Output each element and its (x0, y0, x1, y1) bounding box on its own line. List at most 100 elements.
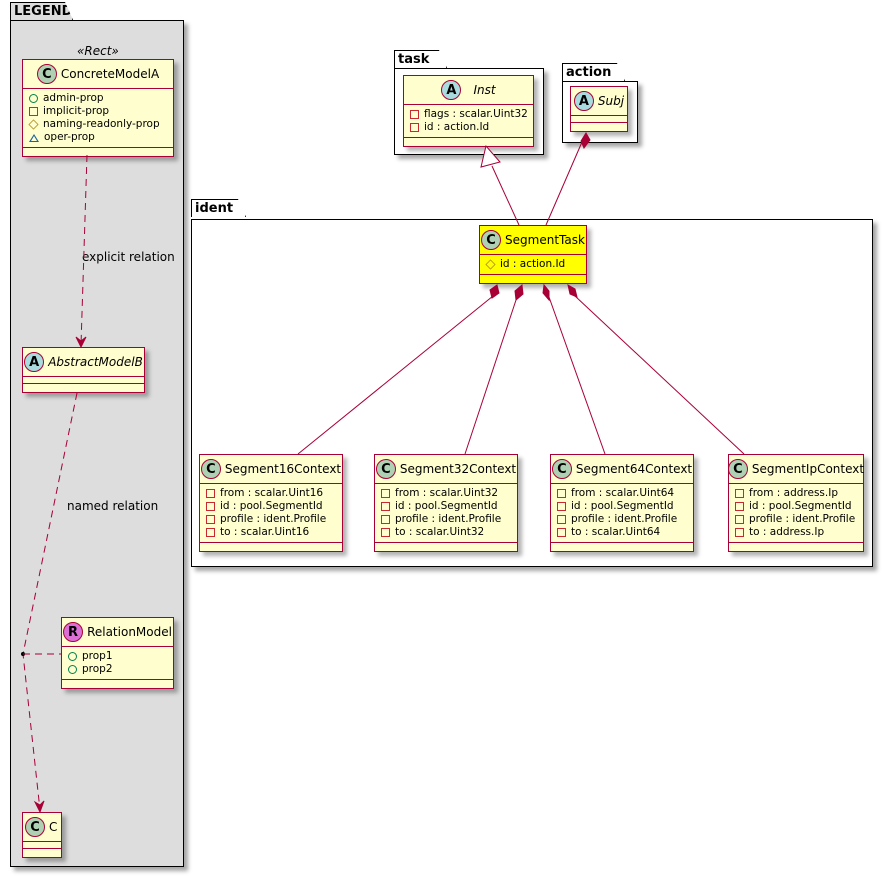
attribute-text: id : action.Id (424, 121, 490, 133)
attribute-text: to : scalar.Uint32 (395, 526, 485, 538)
class-segment32-context[interactable]: C Segment32Context from : scalar.Uint32 … (374, 454, 518, 552)
class-inst[interactable]: A Inst flags : scalar.Uint32 id : action… (403, 75, 534, 147)
attribute: profile : ident.Profile (206, 513, 338, 526)
private-visibility-icon (557, 502, 566, 511)
private-visibility-icon (29, 107, 38, 116)
attribute-text: id : pool.SegmentId (749, 500, 852, 512)
class-header: A Inst (404, 76, 533, 105)
attribute: to : scalar.Uint16 (206, 526, 338, 539)
class-name: Inst (473, 83, 496, 97)
class-header: C Segment64Context (551, 455, 693, 484)
explicit-relation-label: explicit relation (82, 250, 175, 264)
attribute-text: flags : scalar.Uint32 (424, 108, 528, 120)
public-visibility-icon (29, 94, 38, 103)
class-attributes (23, 842, 61, 849)
class-segment16-context[interactable]: C Segment16Context from : scalar.Uint16 … (199, 454, 343, 552)
attribute: from : address.Ip (735, 487, 859, 500)
class-methods (480, 275, 586, 283)
attribute-text: profile : ident.Profile (220, 513, 327, 525)
legend-package-tab: LEGEND (10, 2, 73, 20)
class-attributes: from : scalar.Uint32 id : pool.SegmentId… (375, 484, 517, 543)
action-package-tab: action (562, 63, 625, 81)
private-visibility-icon (381, 528, 390, 537)
class-attributes: from : scalar.Uint64 id : pool.SegmentId… (551, 484, 693, 543)
class-header: A AbstractModelB (23, 348, 144, 377)
attribute: to : address.Ip (735, 526, 859, 539)
attribute: id : action.Id (485, 258, 582, 271)
private-visibility-icon (557, 528, 566, 537)
private-visibility-icon (735, 489, 744, 498)
attribute-text: to : scalar.Uint64 (571, 526, 661, 538)
class-c-icon: C (727, 459, 748, 479)
class-methods (62, 680, 173, 688)
attribute: to : scalar.Uint32 (381, 526, 513, 539)
attribute-text: id : action.Id (500, 258, 566, 270)
task-package-name: task (398, 52, 430, 67)
class-a-icon: A (573, 91, 594, 111)
attribute: to : scalar.Uint64 (557, 526, 689, 539)
attribute: id : pool.SegmentId (206, 500, 338, 513)
class-attributes: prop1 prop2 (62, 647, 173, 680)
attribute-text: from : scalar.Uint32 (395, 487, 499, 499)
attribute: prop2 (68, 663, 169, 676)
class-r-icon: R (63, 622, 84, 642)
attribute: profile : ident.Profile (735, 513, 859, 526)
package-visibility-icon (29, 133, 39, 142)
class-c-icon: C (551, 459, 572, 479)
class-relation-model[interactable]: R RelationModel prop1 prop2 (61, 617, 174, 689)
class-c[interactable]: C C (22, 812, 62, 858)
private-visibility-icon (381, 502, 390, 511)
attribute: profile : ident.Profile (557, 513, 689, 526)
attribute: id : pool.SegmentId (735, 500, 859, 513)
attribute-text: prop1 (82, 650, 113, 662)
attribute: naming-readonly-prop (28, 118, 169, 131)
private-visibility-icon (557, 489, 566, 498)
protected-visibility-icon (28, 119, 39, 130)
private-visibility-icon (735, 502, 744, 511)
attribute-text: from : address.Ip (749, 487, 838, 499)
class-methods (404, 138, 533, 146)
attribute: id : pool.SegmentId (381, 500, 513, 513)
attribute-text: id : pool.SegmentId (220, 500, 323, 512)
attribute: from : scalar.Uint16 (206, 487, 338, 500)
attribute-text: from : scalar.Uint64 (571, 487, 675, 499)
attribute: prop1 (68, 650, 169, 663)
class-name: SegmentIpContext (751, 462, 865, 476)
attribute: from : scalar.Uint32 (381, 487, 513, 500)
private-visibility-icon (735, 528, 744, 537)
class-name: SegmentTask (505, 233, 585, 247)
class-subj[interactable]: A Subj (570, 86, 628, 132)
attribute: id : action.Id (410, 121, 529, 134)
attribute-text: profile : ident.Profile (749, 513, 856, 525)
class-methods (375, 543, 517, 551)
class-methods (23, 148, 173, 156)
attribute: profile : ident.Profile (381, 513, 513, 526)
attribute-text: from : scalar.Uint16 (220, 487, 324, 499)
class-methods (729, 543, 863, 551)
attribute: id : pool.SegmentId (557, 500, 689, 513)
class-segment-ip-context[interactable]: C SegmentIpContext from : address.Ip id … (727, 454, 865, 552)
class-segment-task[interactable]: C SegmentTask id : action.Id (479, 225, 587, 284)
generalization-line (491, 165, 520, 226)
class-header: R RelationModel (62, 618, 173, 647)
class-concrete-model-a[interactable]: C ConcreteModelA admin-prop implicit-pro… (22, 59, 174, 157)
class-methods (571, 123, 627, 131)
class-header: C SegmentTask (480, 226, 586, 255)
class-name: Segment32Context (399, 462, 517, 476)
class-abstract-model-b[interactable]: A AbstractModelB (22, 347, 145, 393)
class-methods (200, 543, 342, 551)
class-segment64-context[interactable]: C Segment64Context from : scalar.Uint64 … (550, 454, 694, 552)
class-a-icon: A (24, 352, 45, 372)
class-c-icon: C (200, 459, 221, 479)
class-attributes: id : action.Id (480, 255, 586, 275)
class-header: C ConcreteModelA (23, 60, 173, 89)
class-c-icon: C (481, 230, 502, 250)
private-visibility-icon (206, 528, 215, 537)
attribute-text: admin-prop (43, 92, 104, 104)
legend-stereotype: «Rect» (77, 44, 119, 58)
class-name: C (49, 820, 58, 834)
attribute-text: profile : ident.Profile (395, 513, 502, 525)
class-methods (23, 384, 144, 392)
class-name: AbstractModelB (48, 355, 143, 369)
class-attributes: flags : scalar.Uint32 id : action.Id (404, 105, 533, 138)
